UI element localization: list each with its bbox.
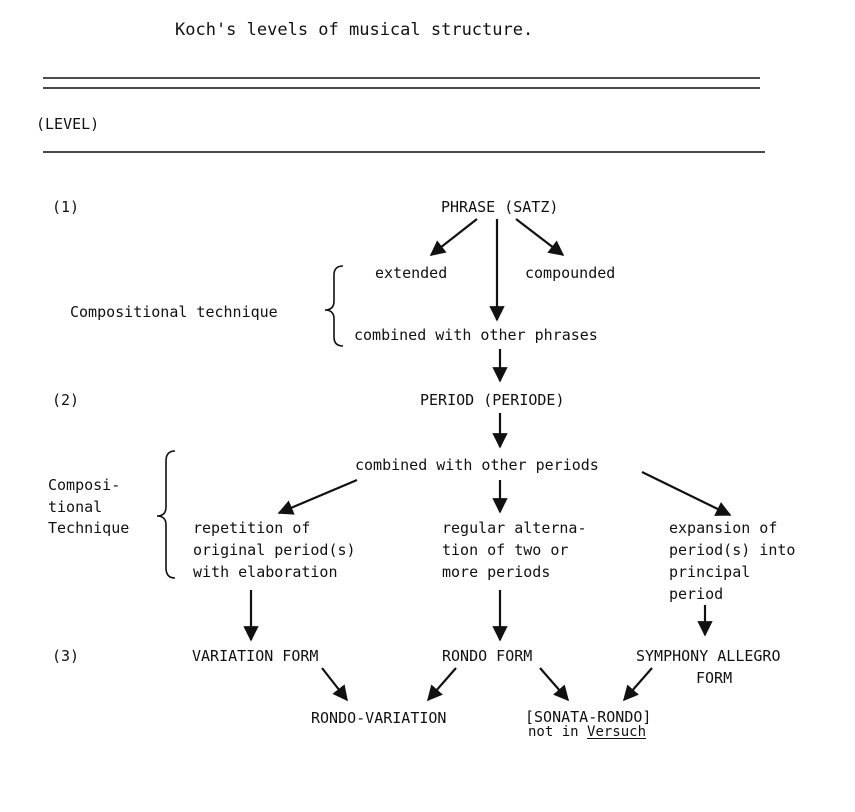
- not-in-text: not in: [528, 724, 588, 740]
- rondo-form-node: RONDO FORM: [442, 647, 533, 665]
- diagram-title: Koch's levels of musical structure.: [175, 20, 534, 40]
- brace-level1: [324, 265, 344, 347]
- arrow-rondo-to-sonata-rondo: [539, 667, 570, 702]
- repetition-line: original period(s): [193, 541, 356, 559]
- variation-form-node: VARIATION FORM: [192, 647, 319, 665]
- combined-periods-node: combined with other periods: [355, 456, 599, 474]
- technique-line: Technique: [48, 519, 130, 537]
- level-2-label: (2): [52, 391, 80, 409]
- arrow-to-expansion: [641, 471, 732, 516]
- level-3-label: (3): [52, 647, 80, 665]
- phrase-node: PHRASE (SATZ): [441, 198, 559, 216]
- period-node: PERIOD (PERIODE): [420, 391, 565, 409]
- alternation-line: more periods: [442, 563, 551, 581]
- expansion-line: principal: [669, 563, 751, 581]
- alternation-line: regular alterna-: [442, 519, 587, 537]
- arrow-symphony-to-sonata-rondo: [622, 667, 653, 702]
- expansion-line: period: [669, 585, 724, 603]
- arrow-phrase-to-extended: [429, 218, 478, 256]
- level-column-header: (LEVEL): [36, 115, 100, 133]
- repetition-line: repetition of: [193, 519, 311, 537]
- symphony-line: SYMPHONY ALLEGRO: [636, 647, 781, 665]
- rondo-variation-node: RONDO-VARIATION: [311, 709, 447, 727]
- combined-phrases-node: combined with other phrases: [354, 326, 598, 344]
- extended-node: extended: [375, 264, 448, 282]
- versuch-title: Versuch: [587, 724, 647, 740]
- arrow-rondo-to-rondo-variation: [426, 667, 457, 702]
- brace-level2: [156, 450, 176, 579]
- compounded-node: compounded: [525, 264, 616, 282]
- arrow-variation-to-rondo-variation: [321, 667, 348, 702]
- not-in-versuch-note: not in Versuch: [528, 724, 647, 740]
- expansion-line: expansion of: [669, 519, 778, 537]
- alternation-line: tion of two or: [442, 541, 569, 559]
- arrow-to-repetition: [277, 478, 358, 515]
- technique-line: Composi-: [48, 476, 121, 494]
- level-1-label: (1): [52, 198, 80, 216]
- symphony-line: FORM: [696, 669, 733, 687]
- arrow-phrase-to-compounded: [515, 218, 565, 256]
- sonata-rondo-node: [SONATA-RONDO]: [525, 708, 652, 726]
- compositional-technique-label: Compositional technique: [70, 303, 278, 321]
- repetition-line: with elaboration: [193, 563, 338, 581]
- technique-line: tional: [48, 498, 103, 516]
- expansion-line: period(s) into: [669, 541, 796, 559]
